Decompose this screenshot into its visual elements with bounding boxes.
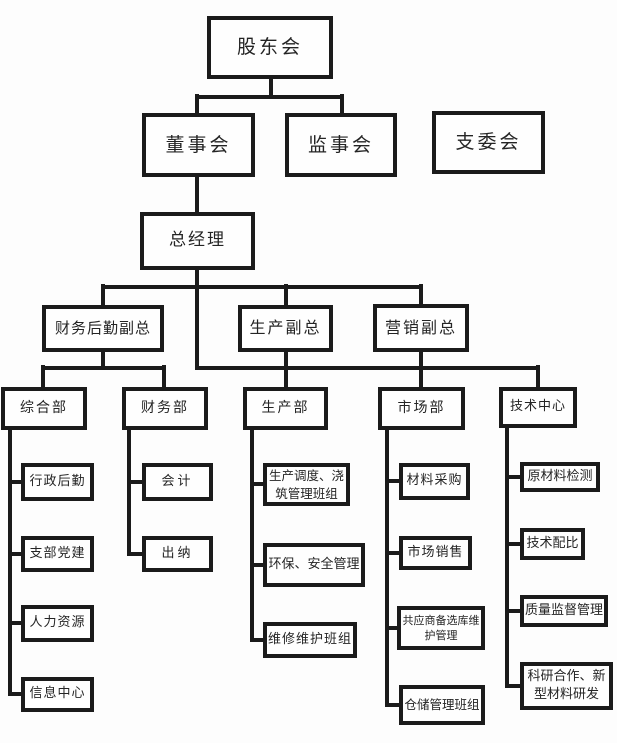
node-board-of-directors: 董事会 (142, 113, 255, 177)
node-tech-center: 技术中心 (499, 387, 577, 428)
node-vp-marketing: 营销副总 (373, 304, 469, 352)
node-admin-logistics: 行政后勤 (21, 463, 94, 501)
node-party-building: 支部党建 (21, 536, 94, 572)
node-maintenance-team: 维修维护班组 (263, 622, 357, 658)
node-supplier-pool-mgmt: 共应商备选库维 护管理 (397, 606, 485, 650)
node-warehouse-team: 仓储管理班组 (399, 685, 485, 725)
node-general-dept: 综合部 (1, 387, 87, 430)
node-market-sales: 市场销售 (399, 536, 472, 570)
node-quality-supervision: 质量监督管理 (520, 595, 608, 627)
node-material-purchase: 材料采购 (399, 463, 470, 500)
node-supervisory-board: 监事会 (285, 113, 397, 177)
node-env-safety-mgmt: 环保、安全管理 (263, 543, 365, 587)
node-human-resources: 人力资源 (21, 605, 94, 642)
node-accounting: 会计 (142, 463, 213, 501)
node-shareholders-meeting: 股东会 (207, 16, 333, 79)
node-general-manager: 总经理 (140, 212, 255, 270)
node-raw-material-test: 原材料检测 (520, 462, 600, 492)
node-production-dept: 生产部 (243, 387, 328, 430)
node-branch-committee: 支委会 (432, 111, 545, 174)
node-vp-production: 生产副总 (238, 305, 333, 352)
node-finance-dept: 财务部 (122, 387, 208, 430)
node-research-newmaterial: 科研合作、新 型材料研发 (520, 662, 613, 710)
node-production-dispatch-team: 生产调度、浇 筑管理班组 (263, 463, 350, 506)
node-info-center: 信息中心 (21, 677, 94, 712)
node-cashier: 出纳 (142, 536, 213, 572)
node-market-dept: 市场部 (378, 387, 465, 430)
node-vp-finance-logistics: 财务后勤副总 (42, 305, 164, 352)
node-tech-ratio: 技术配比 (520, 528, 585, 560)
